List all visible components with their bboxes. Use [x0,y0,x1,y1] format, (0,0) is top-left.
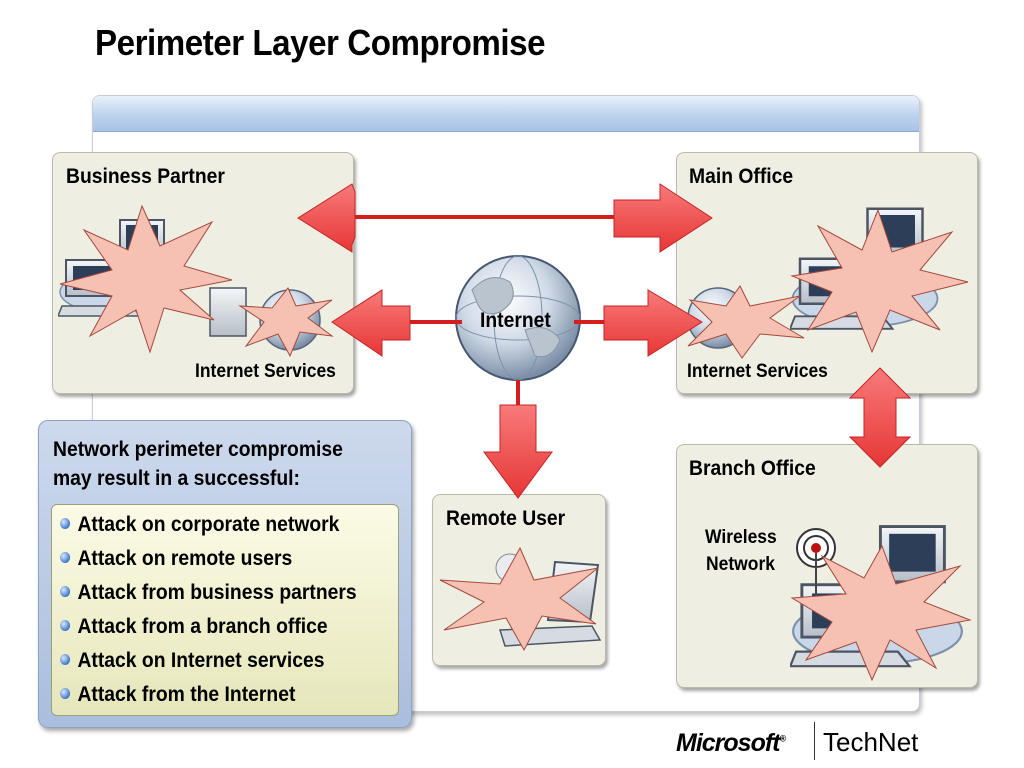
arrow-to-remote-user [483,404,553,499]
partner-internet-services-label: Internet Services [195,361,336,382]
stage-header-bar [93,96,919,132]
slide-title: Perimeter Layer Compromise [95,22,546,63]
arrow-to-partner-services [331,289,411,357]
burst-main-services [687,285,805,359]
bullet-icon [60,586,71,597]
arrow-to-main-top [613,183,713,253]
bullet-icon [60,552,71,563]
list-item: Attack on Internet services [60,649,324,673]
list-item: Attack on remote users [60,547,292,571]
bullet-icon [60,688,71,699]
burst-remote-user [439,546,599,652]
internet-globe-icon [455,255,581,381]
logo-divider [814,722,815,760]
arrow-to-main-services [603,289,703,357]
summary-heading: Network perimeter compromise may result … [53,435,366,493]
attack-arrows [297,183,912,499]
wireless-label-line2: Network [706,554,775,575]
list-item: Attack from business partners [60,581,357,605]
main-internet-services-label: Internet Services [687,361,828,382]
attack-list: Attack on corporate network Attack on re… [51,504,399,716]
wireless-label-line1: Wireless [705,527,777,548]
business-partner-label: Business Partner [66,165,225,188]
bullet-icon [60,654,71,665]
bullet-icon [60,518,71,529]
arrow-main-branch [848,367,912,468]
list-item: Attack on corporate network [60,513,339,537]
internet-label: Internet [480,309,551,332]
burst-partner-computer [59,204,233,354]
summary-heading-line2: may result in a successful: [53,467,300,490]
summary-callout: Network perimeter compromise may result … [38,420,412,728]
compromise-bursts [59,204,972,682]
main-office-label: Main Office [689,165,794,188]
burst-branch-office [790,544,972,682]
technet-logo-text: TechNet [823,727,919,757]
list-item: Attack from the Internet [60,683,295,707]
list-item: Attack from a branch office [60,615,328,639]
bullet-icon [60,620,71,631]
burst-main-computer [790,208,969,354]
summary-heading-line1: Network perimeter compromise [53,438,343,461]
microsoft-logo-text: Microsoft® [676,729,786,757]
remote-user-label: Remote User [446,507,566,530]
branch-office-label: Branch Office [689,457,816,480]
burst-partner-services [238,287,334,358]
arrow-to-partner-top [297,183,356,253]
